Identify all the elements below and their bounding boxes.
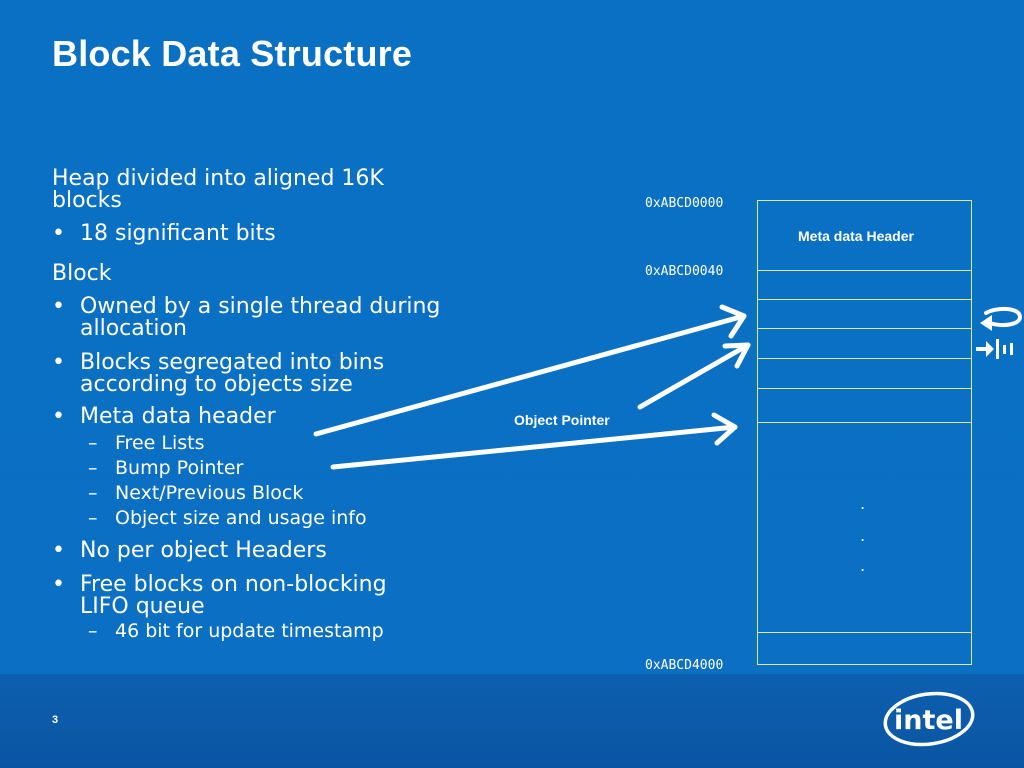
intel-logo: intel [883, 691, 975, 747]
bullet-dot: • [52, 572, 65, 597]
bullet-dot: • [52, 221, 65, 246]
address-start: 0xABCD0000 [645, 196, 724, 211]
slide-number: 3 [52, 714, 59, 726]
text-bits: 18 significant bits [80, 221, 276, 246]
text-heap: Heap divided into aligned 16K [52, 166, 384, 191]
text-free-blocks-cont: LIFO queue [80, 594, 205, 619]
address-end: 0xABCD4000 [645, 658, 724, 673]
goto-end-icon[interactable] [976, 339, 1013, 359]
slide-title: Block Data Structure [52, 33, 413, 74]
text-free-blocks: Free blocks on non-blocking [80, 572, 387, 597]
text-timestamp: 46 bit for update timestamp [115, 620, 384, 642]
memory-row-divider [757, 328, 972, 329]
ellipsis-dot: . [860, 494, 866, 513]
nav-icons[interactable] [972, 303, 1024, 365]
text-meta: Meta data header [80, 404, 276, 429]
memory-row-divider [757, 632, 972, 633]
memory-row-divider [757, 358, 972, 359]
bullet-dot: • [52, 404, 65, 429]
memory-row-divider [757, 299, 972, 300]
text-block: Block [52, 261, 112, 286]
text-heap-cont: blocks [52, 188, 122, 213]
memory-row-divider [757, 422, 972, 423]
memory-block [757, 200, 972, 665]
return-arrow-icon[interactable] [980, 306, 1023, 331]
dash-marker: – [88, 457, 98, 479]
address-header-end: 0xABCD0040 [645, 264, 724, 279]
text-no-headers: No per object Headers [80, 538, 327, 563]
text-owned-cont: allocation [80, 316, 187, 341]
text-owned: Owned by a single thread during [80, 294, 441, 319]
object-pointer-label: Object Pointer [514, 412, 610, 428]
ellipsis-dot: . [860, 556, 866, 575]
text-next-prev: Next/Previous Block [115, 482, 304, 504]
dash-marker: – [88, 432, 98, 454]
dash-marker: – [88, 620, 98, 642]
dash-marker: – [88, 482, 98, 504]
bullet-dot: • [52, 350, 65, 375]
bullet-dot: • [52, 538, 65, 563]
bullet-dot: • [52, 294, 65, 319]
svg-text:intel: intel [894, 705, 963, 736]
text-free-lists: Free Lists [115, 432, 205, 454]
meta-header-label: Meta data Header [798, 228, 914, 244]
memory-row-divider [757, 270, 972, 271]
slide-footer [0, 674, 1024, 768]
memory-row-divider [757, 388, 972, 389]
ellipsis-dot: . [860, 526, 866, 545]
dash-marker: – [88, 507, 98, 529]
text-segregated: Blocks segregated into bins [80, 350, 385, 375]
text-segregated-cont: according to objects size [80, 372, 353, 397]
text-bump-pointer: Bump Pointer [115, 457, 244, 479]
text-object-size: Object size and usage info [115, 507, 367, 529]
